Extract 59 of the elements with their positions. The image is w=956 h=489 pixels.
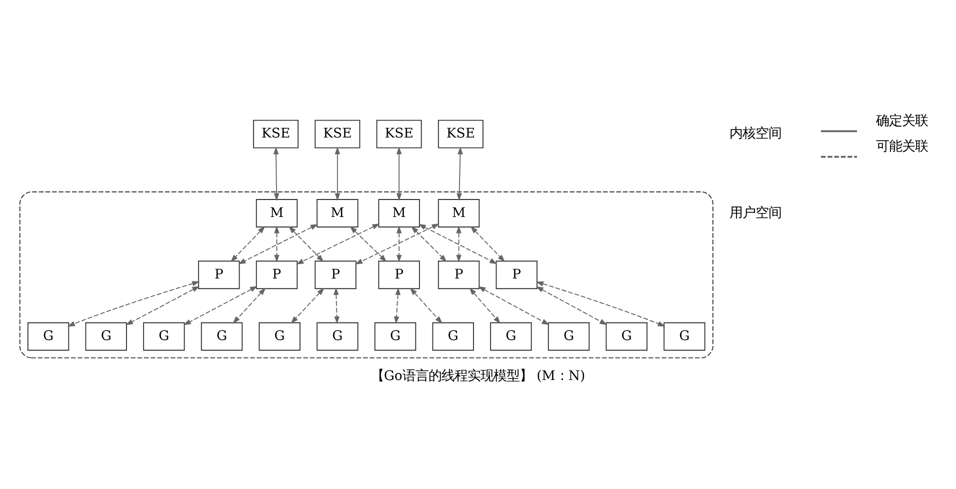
- arrow: [273, 146, 280, 200]
- node-box: KSE: [253, 119, 299, 148]
- node-box: KSE: [314, 119, 360, 148]
- node-box: G: [374, 322, 416, 350]
- node-box: KSE: [438, 119, 484, 148]
- label: 用户空间: [730, 205, 782, 220]
- node-box: G: [664, 322, 706, 350]
- node-box: M: [438, 198, 480, 227]
- arrow: [230, 226, 266, 262]
- node-box: M: [256, 198, 298, 227]
- arrow: [396, 225, 402, 262]
- arrow: [334, 146, 340, 200]
- arrow: [354, 223, 440, 264]
- node-box: G: [27, 322, 70, 350]
- node-box: G: [490, 322, 532, 350]
- node-box: G: [200, 322, 243, 350]
- node-box: G: [606, 322, 648, 350]
- node-box: G: [432, 322, 474, 350]
- node-box: G: [143, 322, 185, 350]
- label: 内核空间: [730, 126, 782, 142]
- arrow: [536, 280, 666, 326]
- arrow: [410, 287, 442, 324]
- arrow: [290, 287, 324, 324]
- arrow: [274, 225, 280, 262]
- arrow: [470, 226, 506, 262]
- arrow: [350, 226, 387, 262]
- node-box: P: [198, 260, 240, 289]
- node-box: P: [314, 260, 356, 289]
- caption: 【Go语言的线程实现模型】 (M：N): [370, 368, 586, 384]
- node-box: P: [378, 260, 420, 289]
- arrow: [232, 287, 266, 324]
- node-box: G: [258, 322, 300, 350]
- node-box: G: [316, 322, 358, 350]
- arrow: [411, 226, 447, 262]
- node-box: G: [85, 322, 127, 350]
- arrow: [418, 223, 498, 264]
- arrow: [334, 286, 340, 324]
- legend-label: 可能关联: [876, 138, 928, 154]
- arrow: [536, 286, 608, 324]
- arrow: [456, 225, 462, 262]
- node-box: G: [548, 322, 590, 350]
- arrow: [183, 285, 258, 325]
- node-box: P: [256, 260, 298, 289]
- arrow: [126, 285, 200, 325]
- node-box: KSE: [376, 119, 422, 148]
- arrow: [288, 226, 324, 262]
- legend-label: 确定关联: [876, 113, 928, 128]
- arrow: [238, 223, 318, 264]
- arrow: [396, 146, 402, 200]
- arrow: [296, 223, 380, 264]
- arrow: [456, 146, 463, 200]
- arrow: [394, 286, 401, 324]
- node-box: M: [378, 198, 420, 227]
- node-box: P: [496, 260, 538, 289]
- node-box: P: [438, 260, 480, 289]
- arrow: [478, 286, 550, 324]
- node-box: M: [316, 198, 358, 227]
- arrow: [67, 280, 200, 326]
- arrow: [469, 287, 501, 324]
